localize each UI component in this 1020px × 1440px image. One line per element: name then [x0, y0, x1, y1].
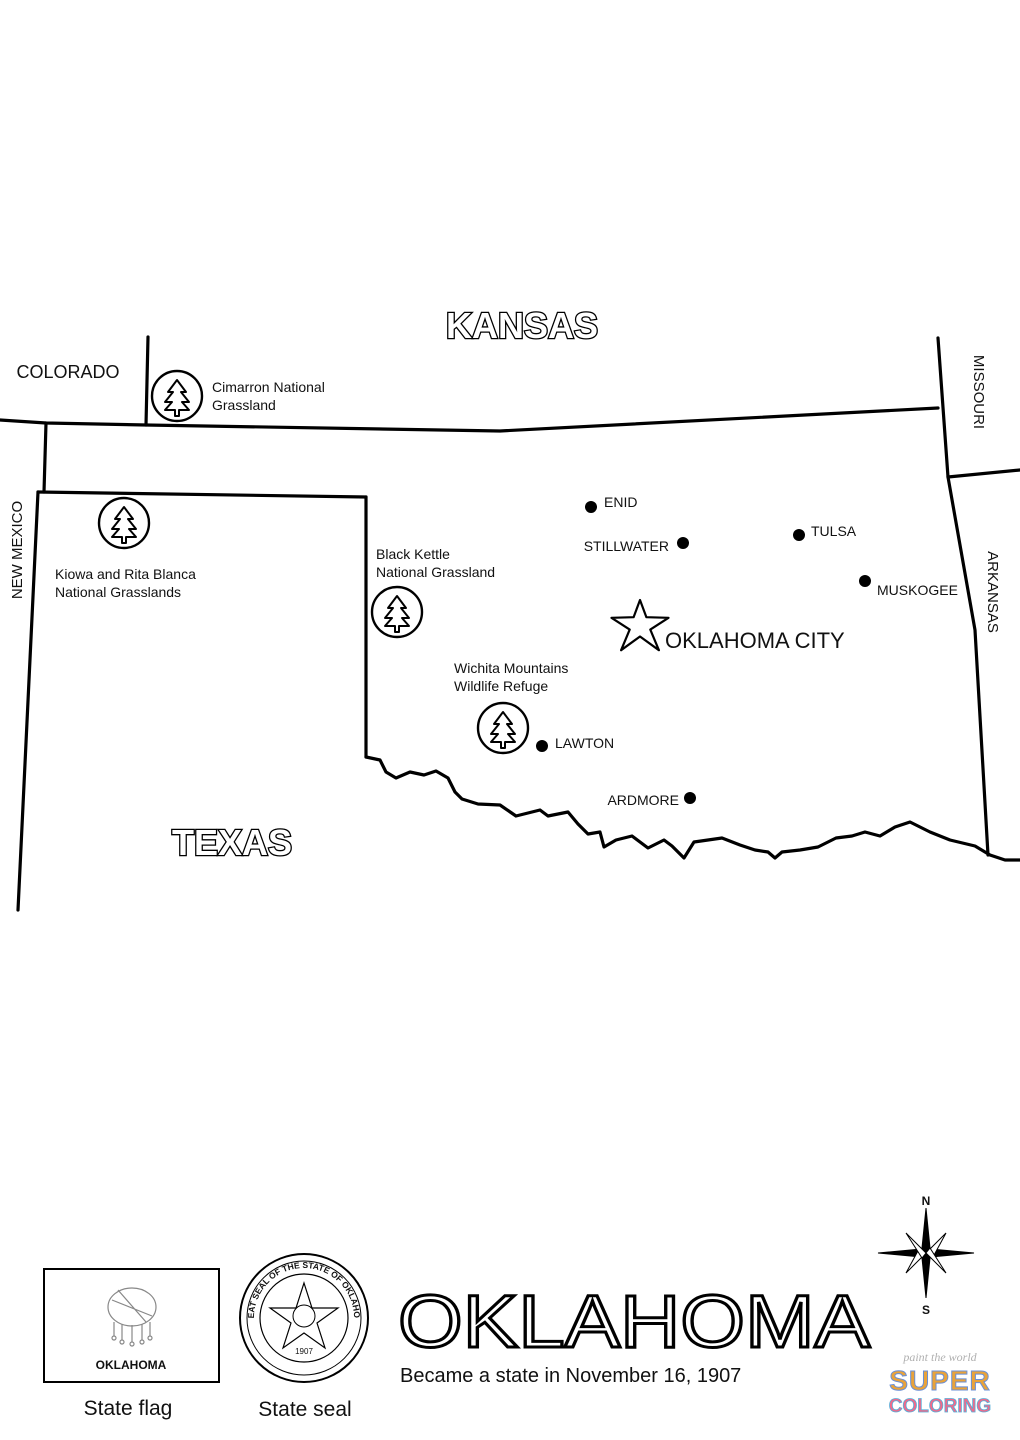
- panhandle-south-border: [36, 490, 368, 499]
- svg-text:Black Kettle: Black Kettle: [376, 546, 450, 562]
- missouri-border: [936, 336, 950, 479]
- page-title: OKLAHOMA: [398, 1280, 871, 1363]
- tree-icon: [476, 701, 530, 755]
- svg-text:National Grasslands: National Grasslands: [55, 584, 181, 600]
- colorado-kansas-border: [144, 335, 150, 427]
- svg-text:STILLWATER: STILLWATER: [584, 538, 669, 554]
- city-muskogee: MUSKOGEE: [859, 575, 958, 598]
- state-flag: OKLAHOMA: [43, 1268, 220, 1383]
- svg-text:COLORING: COLORING: [889, 1396, 991, 1417]
- city-dot-icon: [585, 501, 597, 513]
- tree-icon: [97, 496, 151, 550]
- colorado-label: COLORADO: [16, 362, 119, 382]
- city-dot-icon: [793, 529, 805, 541]
- new-mexico-border: [42, 421, 48, 494]
- svg-text:ENID: ENID: [604, 494, 637, 510]
- super-coloring-logo: paint the world SUPER COLORING: [888, 1350, 991, 1417]
- city-ardmore: ARDMORE: [607, 792, 696, 808]
- state-flag-caption: State flag: [84, 1397, 173, 1420]
- tree-icon: [370, 585, 424, 639]
- city-dot-icon: [536, 740, 548, 752]
- park-cimarron: Cimarron National Grassland: [150, 369, 325, 423]
- city-stillwater: STILLWATER: [584, 537, 689, 554]
- new-mexico-label: NEW MEXICO: [9, 501, 26, 599]
- red-river-border: [364, 755, 1020, 862]
- arkansas-label: ARKANSAS: [984, 551, 1001, 633]
- svg-text:MUSKOGEE: MUSKOGEE: [877, 582, 958, 598]
- city-lawton: LAWTON: [536, 735, 614, 752]
- compass-rose-icon: [877, 1207, 975, 1299]
- svg-text:paint the world: paint the world: [902, 1350, 977, 1364]
- city-dot-icon: [677, 537, 689, 549]
- svg-text:1907: 1907: [295, 1347, 313, 1356]
- svg-text:OKLAHOMA CITY: OKLAHOMA CITY: [665, 628, 845, 653]
- texas-label: TEXAS: [172, 822, 292, 863]
- city-dot-icon: [859, 575, 871, 587]
- city-dot-icon: [684, 792, 696, 804]
- missouri-arkansas-border: [946, 468, 1020, 479]
- svg-text:ARDMORE: ARDMORE: [607, 792, 679, 808]
- arkansas-border: [946, 475, 990, 857]
- capital-oklahoma-city: OKLAHOMA CITY: [610, 598, 845, 653]
- svg-text:GREAT SEAL OF THE STATE OF OKL: GREAT SEAL OF THE STATE OF OKLAHOMA: [0, 0, 362, 1319]
- shield-feathers-icon: [107, 1287, 157, 1347]
- texas-west-border: [16, 490, 40, 912]
- svg-text:Grassland: Grassland: [212, 397, 276, 413]
- svg-text:TULSA: TULSA: [811, 523, 857, 539]
- park-wichita-mountains: Wichita Mountains Wildlife Refuge: [454, 660, 568, 755]
- compass-north-label: N: [922, 1194, 931, 1208]
- kansas-border: [0, 406, 940, 433]
- state-seal: GREAT SEAL OF THE STATE OF OKLAHOMA 1907: [0, 0, 369, 1383]
- city-tulsa: TULSA: [793, 523, 857, 541]
- svg-text:Wichita Mountains: Wichita Mountains: [454, 660, 568, 676]
- page-subtitle: Became a state in November 16, 1907: [400, 1365, 741, 1387]
- svg-text:SUPER: SUPER: [889, 1365, 990, 1396]
- state-seal-caption: State seal: [258, 1398, 351, 1421]
- seal-star-icon: [268, 1281, 340, 1350]
- svg-text:OKLAHOMA: OKLAHOMA: [96, 1358, 167, 1372]
- svg-text:LAWTON: LAWTON: [555, 735, 614, 751]
- svg-text:Kiowa and Rita Blanca: Kiowa and Rita Blanca: [55, 566, 196, 582]
- city-enid: ENID: [585, 494, 637, 513]
- missouri-label: MISSOURI: [970, 355, 987, 429]
- kansas-label: KANSAS: [446, 305, 598, 346]
- compass-south-label: S: [922, 1303, 930, 1317]
- star-icon: [610, 598, 670, 652]
- svg-text:Cimarron National: Cimarron National: [212, 379, 325, 395]
- park-kiowa-rita-blanca: Kiowa and Rita Blanca National Grassland…: [55, 496, 196, 600]
- svg-text:National Grassland: National Grassland: [376, 564, 495, 580]
- tree-icon: [150, 369, 204, 423]
- svg-text:Wildlife Refuge: Wildlife Refuge: [454, 678, 548, 694]
- park-black-kettle: Black Kettle National Grassland: [370, 546, 495, 639]
